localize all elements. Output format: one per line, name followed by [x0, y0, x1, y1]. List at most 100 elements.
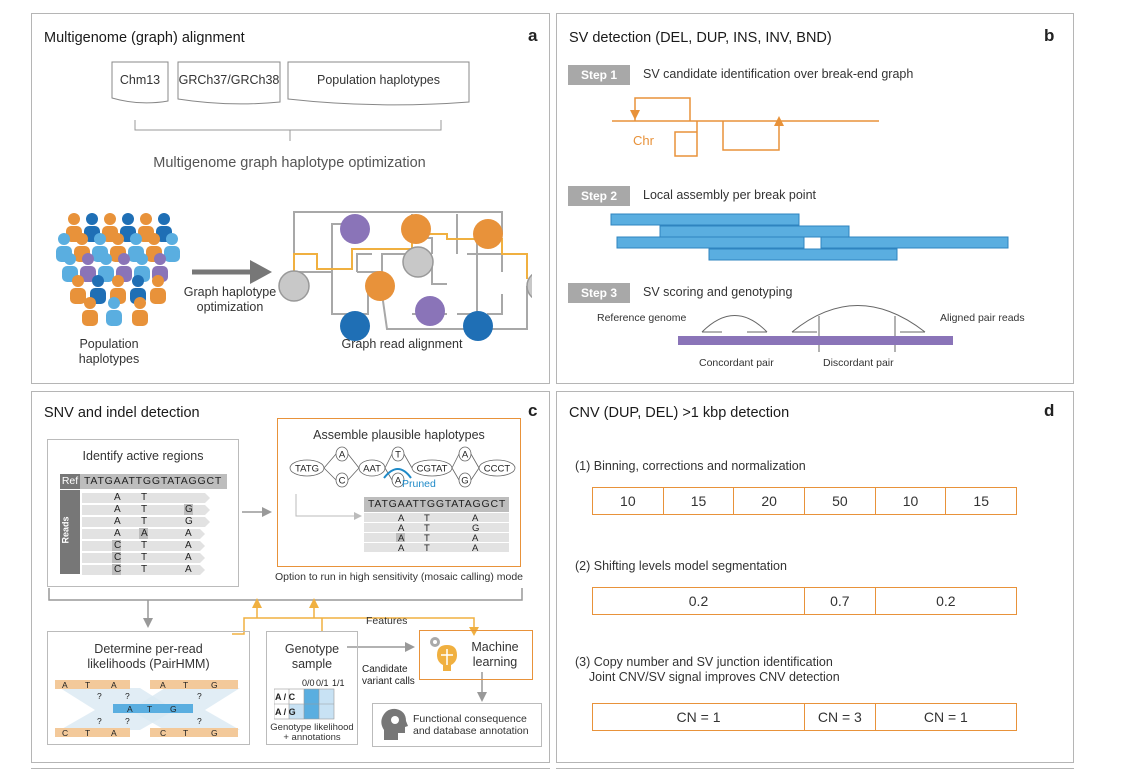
svg-text:A: A — [127, 704, 133, 714]
svg-text:A: A — [398, 513, 405, 524]
step2-label: (2) Shifting levels model segmentation — [575, 559, 787, 573]
person-body — [132, 310, 148, 326]
genotype-row-0: A / C — [275, 692, 296, 702]
person-head — [112, 233, 124, 245]
arrow-to-assemble-icon — [262, 507, 272, 517]
svg-text:A: A — [141, 528, 148, 539]
person-head — [104, 213, 116, 225]
step3-label: (3) Copy number and SV junction identifi… — [575, 655, 840, 684]
svg-text:T: T — [147, 704, 152, 714]
aligned-pair-reads-label: Aligned pair reads — [940, 312, 1025, 324]
svg-text:A: A — [398, 533, 405, 544]
right-arrow-icon — [250, 260, 272, 284]
svg-text:G: G — [185, 504, 193, 515]
person-head — [76, 233, 88, 245]
person-head — [158, 213, 170, 225]
svg-text:T: T — [141, 564, 147, 575]
svg-text:A: A — [114, 492, 121, 503]
person-head — [84, 297, 96, 309]
panel-a-title: Multigenome (graph) alignment — [44, 30, 245, 46]
person-head — [122, 213, 134, 225]
person-head — [100, 253, 112, 265]
person-head — [166, 233, 178, 245]
genotype-col-2: 1/1 — [332, 678, 345, 688]
bin-cell: 15 — [973, 493, 989, 509]
person-head — [148, 233, 160, 245]
svg-text:A: A — [62, 680, 68, 690]
person-head — [134, 297, 146, 309]
svg-text:?: ? — [125, 716, 130, 726]
svg-text:A: A — [111, 728, 117, 738]
reads-tag — [60, 490, 80, 574]
ml-title: Machine learning — [471, 640, 519, 669]
genotype-caption: Genotype likelihood + annotations — [270, 722, 354, 743]
svg-text:A: A — [398, 523, 405, 534]
svg-text:G: G — [211, 680, 218, 690]
machine-learning-box — [419, 630, 533, 680]
haplotype-graph — [278, 211, 532, 341]
svg-text:T: T — [183, 680, 188, 690]
svg-text:G: G — [461, 476, 468, 487]
chr-label: Chr — [633, 133, 654, 148]
breakend-graph — [610, 97, 1009, 352]
person-head — [92, 275, 104, 287]
genotype-title: Genotype sample — [284, 642, 340, 671]
head-idea-icon — [381, 708, 408, 740]
people-label: Population haplotypes — [78, 337, 140, 366]
person-head — [108, 297, 120, 309]
optimization-label: Multigenome graph haplotype optimization — [153, 155, 426, 171]
arrow-label: Graph haplotype optimization — [183, 285, 277, 314]
svg-text:T: T — [424, 543, 430, 554]
svg-text:A: A — [472, 513, 479, 524]
person-head — [154, 253, 166, 265]
person-head — [152, 275, 164, 287]
svg-text:T: T — [85, 728, 90, 738]
panel-b-title: SV detection (DEL, DUP, INS, INV, BND) — [569, 30, 832, 46]
svg-text:?: ? — [125, 691, 130, 701]
doc-chm13-label: Chm13 — [119, 73, 161, 87]
next-panel-edge-left — [31, 768, 550, 773]
person-head — [58, 233, 70, 245]
pruned-label: Pruned — [402, 478, 436, 490]
doc-chm13 — [111, 61, 169, 104]
arrow-up-orange-icon — [252, 598, 262, 608]
panel-c-title: SNV and indel detection — [44, 405, 200, 421]
person-body — [106, 310, 122, 326]
svg-text:A: A — [185, 528, 192, 539]
doc-grch-label: GRCh37/GRCh38 — [178, 73, 280, 87]
bin-cell: 15 — [664, 488, 735, 514]
doc-population-label: Population haplotypes — [316, 73, 440, 87]
features-label: Features — [366, 615, 408, 627]
person-head — [136, 253, 148, 265]
segment-cell: 0.7 — [805, 588, 876, 614]
mosaic-note: Option to run in high sensitivity (mosai… — [274, 571, 524, 583]
person-head — [82, 253, 94, 265]
bin-cell: 50 — [805, 488, 876, 514]
person-head — [86, 213, 98, 225]
step-1-text: SV candidate identification over break-e… — [643, 67, 914, 81]
bin-cell: 10 — [876, 488, 947, 514]
person-body — [164, 246, 180, 262]
svg-text:A: A — [185, 540, 192, 551]
svg-text:T: T — [85, 680, 90, 690]
segment-cell: 0.2 — [593, 588, 805, 614]
concordant-pair-label: Concordant pair — [699, 357, 774, 369]
assembled-sequence: TATGAATTGGTATAGGCT — [364, 497, 509, 512]
assembled-path-arrow — [295, 494, 362, 520]
svg-text:A: A — [472, 543, 479, 554]
svg-text:A: A — [114, 528, 121, 539]
copy-number-row: CN = 1 CN = 3 CN = 1 — [592, 703, 1017, 731]
person-head — [68, 213, 80, 225]
population-people-icon — [56, 213, 180, 326]
person-head — [112, 275, 124, 287]
step-2-text: Local assembly per break point — [643, 188, 817, 202]
person-body — [82, 310, 98, 326]
segments-row: 0.2 0.7 0.2 — [592, 587, 1017, 615]
panel-d-letter: d — [1044, 401, 1055, 420]
step1-label: (1) Binning, corrections and normalizati… — [575, 459, 806, 473]
svg-text:T: T — [424, 523, 430, 534]
bracket — [134, 120, 442, 141]
svg-text:T: T — [141, 504, 147, 515]
